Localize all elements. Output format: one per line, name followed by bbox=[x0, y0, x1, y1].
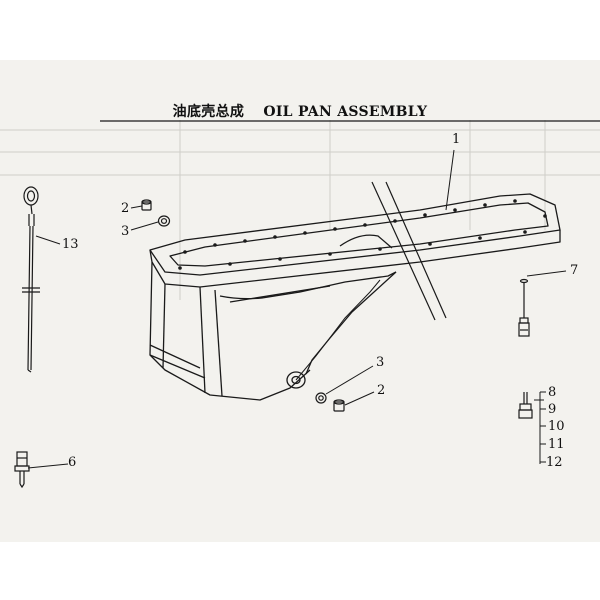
callout-1: 1 bbox=[452, 132, 461, 147]
oil-pan bbox=[149, 193, 561, 401]
stud-bolt bbox=[14, 451, 30, 489]
pan-bolt bbox=[518, 278, 530, 337]
callout-7: 7 bbox=[570, 263, 579, 278]
title-english: OIL PAN ASSEMBLY bbox=[263, 104, 428, 120]
callout-6: 6 bbox=[68, 455, 77, 470]
callout-leaders bbox=[27, 149, 567, 469]
callout-2-lower: 2 bbox=[377, 383, 386, 398]
callout-13: 13 bbox=[62, 237, 79, 252]
drain-plug-lower bbox=[333, 399, 345, 412]
callout-8: 8 bbox=[548, 385, 557, 400]
dipstick bbox=[22, 186, 40, 373]
page-title: 油底壳总成 OIL PAN ASSEMBLY bbox=[0, 101, 600, 121]
callout-11: 11 bbox=[548, 437, 565, 452]
seal-washer-upper bbox=[157, 215, 171, 227]
flange-bolt-holes bbox=[178, 199, 547, 270]
bleed-through-table bbox=[0, 120, 600, 300]
drain-plug-upper bbox=[141, 199, 152, 211]
dipstick-guide-strip bbox=[371, 181, 447, 321]
bolt-set bbox=[518, 392, 533, 419]
title-chinese: 油底壳总成 bbox=[172, 104, 245, 120]
seal-washer-lower bbox=[315, 392, 327, 404]
scanned-sheet bbox=[0, 60, 600, 542]
callout-10: 10 bbox=[548, 419, 565, 434]
callout-3-lower: 3 bbox=[376, 355, 385, 370]
callout-12: 12 bbox=[546, 455, 563, 470]
callout-9: 9 bbox=[548, 402, 557, 417]
callout-2-upper: 2 bbox=[121, 201, 130, 216]
callout-3-upper: 3 bbox=[121, 224, 130, 239]
